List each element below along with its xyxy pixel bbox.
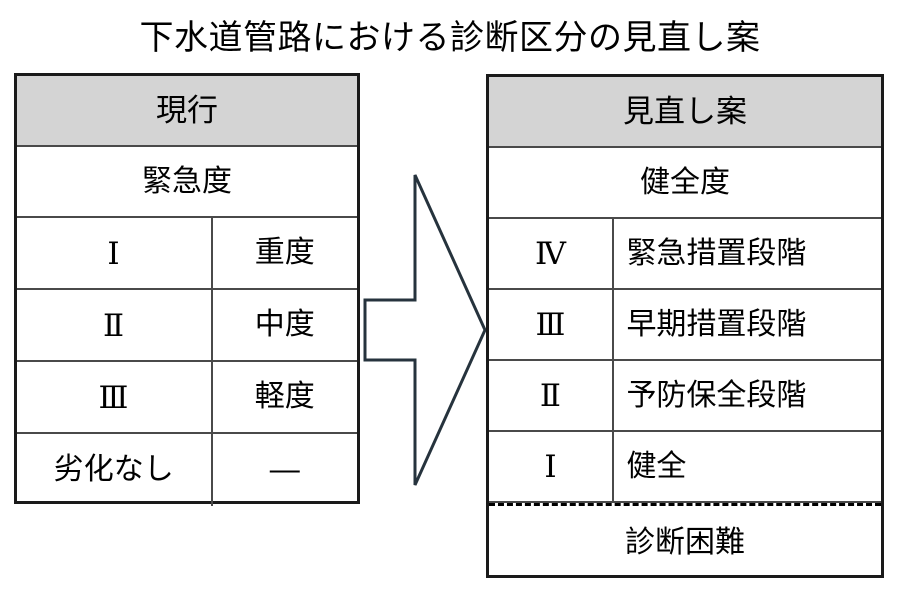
- right-block-arrow-shape: [363, 174, 487, 486]
- proposal-note-label: 診断困難: [625, 525, 745, 559]
- table-row: 劣化なし ―: [17, 434, 357, 506]
- proposal-subhead-row: 健全度: [489, 148, 881, 219]
- proposal-rank-2: Ⅲ: [489, 290, 615, 359]
- table-row: Ⅱ 中度: [17, 290, 357, 362]
- current-subhead-row: 緊急度: [17, 147, 357, 218]
- table-row: Ⅰ 健全: [489, 432, 881, 503]
- current-rank-3: Ⅲ: [17, 362, 213, 432]
- table-row: Ⅳ 緊急措置段階: [489, 219, 881, 290]
- proposal-note-row: 診断困難: [489, 503, 881, 579]
- current-label-4: ―: [269, 453, 300, 486]
- current-rank-1: Ⅰ: [17, 218, 213, 288]
- proposal-label-3: 予防保全段階: [626, 378, 807, 412]
- proposal-table-header-label: 見直し案: [623, 94, 747, 129]
- proposal-rank-4: Ⅰ: [489, 432, 615, 501]
- table-header-row: 見直し案: [489, 77, 881, 148]
- proposal-label-4: 健全: [626, 449, 687, 483]
- current-rank-2: Ⅱ: [17, 290, 213, 360]
- right-block-arrow-icon: [360, 170, 490, 490]
- proposal-classification-table: 見直し案 健全度 Ⅳ 緊急措置段階 Ⅲ 早期措置段階 Ⅱ 予防保全段階 Ⅰ 健全…: [486, 74, 884, 578]
- proposal-label-2: 早期措置段階: [626, 307, 807, 341]
- proposal-subhead-label: 健全度: [640, 165, 730, 199]
- current-label-3: 軽度: [254, 380, 315, 413]
- current-rank-4: 劣化なし: [17, 434, 213, 506]
- current-classification-table: 現行 緊急度 Ⅰ 重度 Ⅱ 中度 Ⅲ 軽度 劣化なし ―: [14, 73, 360, 506]
- current-label-1: 重度: [254, 236, 315, 269]
- table-row: Ⅲ 早期措置段階: [489, 290, 881, 361]
- current-table-header-label: 現行: [156, 93, 218, 128]
- table-header-row: 現行: [17, 76, 357, 147]
- table-row: Ⅲ 軽度: [17, 362, 357, 434]
- arrow-polygon: [363, 174, 487, 486]
- table-row: Ⅰ 重度: [17, 218, 357, 290]
- proposal-rank-3: Ⅱ: [489, 361, 615, 430]
- table-row: Ⅱ 予防保全段階: [489, 361, 881, 432]
- current-subhead-label: 緊急度: [142, 164, 232, 198]
- proposal-label-1: 緊急措置段階: [626, 236, 807, 270]
- proposal-rank-1: Ⅳ: [489, 219, 615, 288]
- current-label-2: 中度: [254, 308, 315, 341]
- page-title: 下水道管路における診断区分の見直し案: [139, 19, 761, 57]
